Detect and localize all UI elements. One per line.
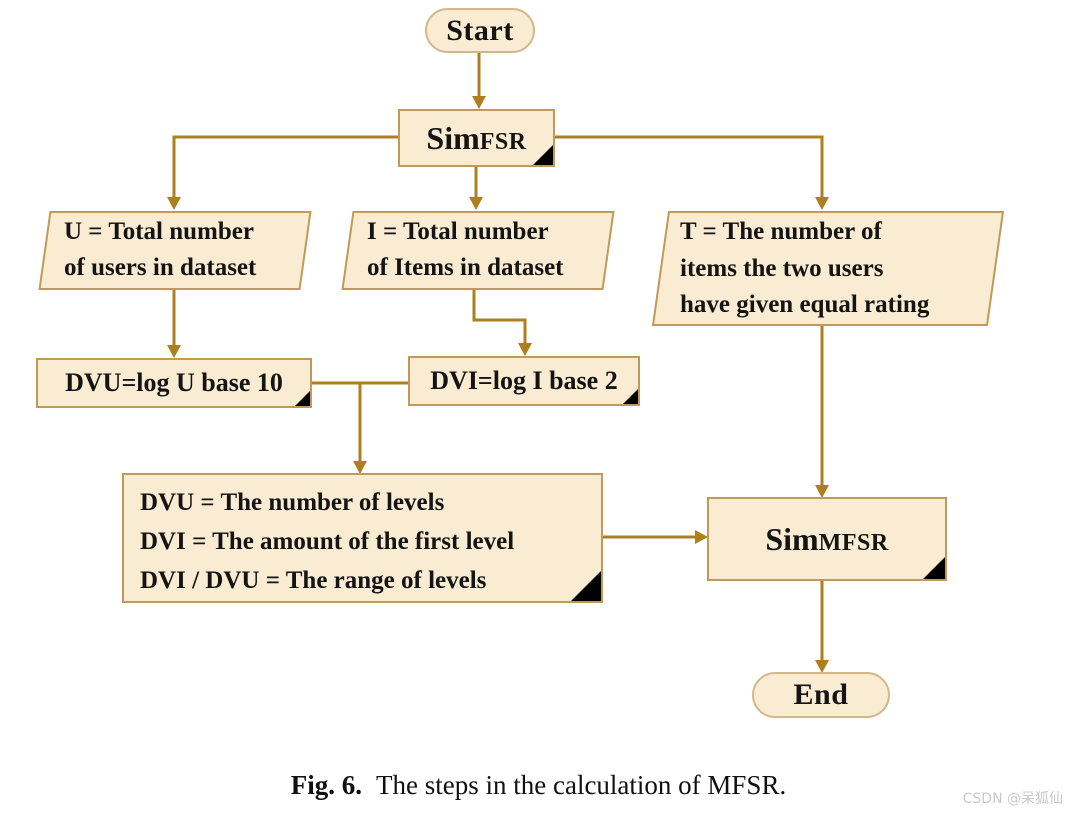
subroutine-corner-icon bbox=[533, 145, 553, 165]
levels-line1: DVU = The number of levels bbox=[140, 489, 445, 516]
node-u-input: U = Total number of users in dataset bbox=[38, 211, 312, 290]
dvu-label: DVU=log U base 10 bbox=[65, 368, 283, 397]
u-input-line1: U = Total number bbox=[64, 218, 254, 245]
levels-line2: DVI = The amount of the first level bbox=[140, 528, 515, 555]
t-input-line1: T = The number of bbox=[680, 218, 882, 245]
arrowhead-to-i bbox=[469, 197, 483, 210]
i-input-line1: I = Total number bbox=[367, 218, 549, 245]
node-i-input: I = Total number of Items in dataset bbox=[341, 211, 615, 290]
start-label: Start bbox=[446, 13, 514, 47]
caption-text: The steps in the calculation of MFSR. bbox=[376, 770, 787, 800]
arrowhead-to-u bbox=[167, 197, 181, 210]
t-input-line3: have given equal rating bbox=[680, 291, 930, 318]
dvi-label: DVI=log I base 2 bbox=[430, 366, 618, 395]
dvu-corner-icon bbox=[295, 391, 310, 406]
edge-simfsr-to-u bbox=[172, 135, 398, 198]
simfsr-label: SimFSR bbox=[426, 120, 526, 157]
u-input-text: U = Total number of users in dataset bbox=[44, 211, 306, 286]
node-dvi: DVI=log I base 2 bbox=[408, 356, 640, 406]
csdn-watermark: CSDN @呆狐仙 bbox=[962, 791, 1063, 807]
arrowhead-to-t bbox=[815, 197, 829, 210]
node-simfsr: SimFSR bbox=[398, 109, 555, 167]
simfsr-label-caps: FSR bbox=[479, 128, 527, 155]
levels-line3: DVI / DVU = The range of levels bbox=[140, 567, 487, 594]
end-label: End bbox=[793, 678, 849, 711]
node-levels: DVU = The number of levels DVI = The amo… bbox=[122, 473, 603, 603]
simmfsr-label-caps: MFSR bbox=[818, 529, 889, 556]
node-simmfsr: SimMFSR bbox=[707, 497, 947, 581]
node-t-input: T = The number of items the two users ha… bbox=[651, 211, 1005, 326]
node-start: Start bbox=[425, 8, 535, 53]
levels-corner-icon bbox=[571, 571, 601, 601]
arrowhead-to-dvi bbox=[518, 343, 532, 356]
dvi-corner-icon bbox=[623, 389, 638, 404]
i-input-line2: of Items in dataset bbox=[367, 254, 564, 281]
u-input-line2: of users in dataset bbox=[64, 254, 257, 281]
edge-i-to-dvi bbox=[472, 290, 527, 344]
arrowhead-to-simfsr bbox=[472, 96, 486, 109]
simmfsr-corner-icon bbox=[923, 557, 945, 579]
simmfsr-label-main: Sim bbox=[765, 520, 819, 557]
simmfsr-label: SimMFSR bbox=[765, 521, 888, 558]
caption-number: Fig. 6. bbox=[290, 770, 363, 800]
figure-caption: Fig. 6. The steps in the calculation of M… bbox=[0, 770, 1077, 801]
t-input-line2: items the two users bbox=[680, 254, 884, 282]
edge-simfsr-to-t bbox=[555, 135, 824, 198]
simfsr-label-main: Sim bbox=[426, 119, 480, 156]
node-end: End bbox=[752, 672, 890, 718]
i-input-text: I = Total number of Items in dataset bbox=[347, 211, 609, 286]
node-dvu: DVU=log U base 10 bbox=[36, 358, 312, 408]
arrowhead-to-dvu bbox=[167, 345, 181, 358]
t-input-text: T = The number of items the two users ha… bbox=[660, 211, 996, 324]
